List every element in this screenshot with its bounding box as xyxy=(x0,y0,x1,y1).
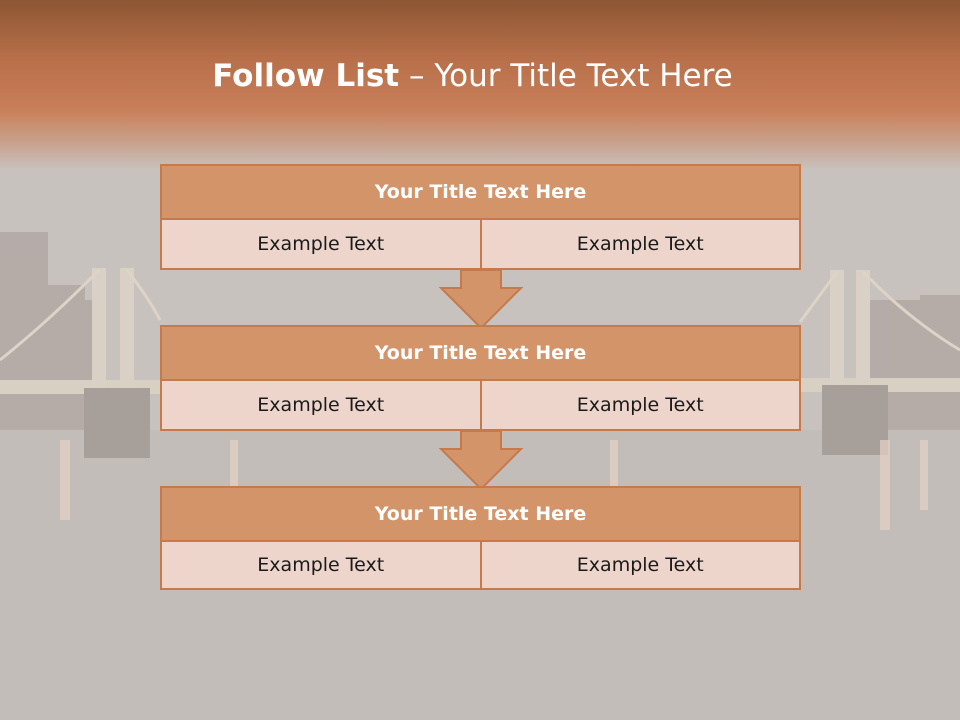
step-cell-right: Example Text xyxy=(479,542,800,588)
step-title: Your Title Text Here xyxy=(160,486,801,542)
down-arrow-icon xyxy=(438,431,524,491)
step-title: Your Title Text Here xyxy=(160,325,801,381)
step-cell-left: Example Text xyxy=(257,233,385,255)
step-cell-right: Example Text xyxy=(479,381,800,429)
step-block-1: Your Title Text Here Example Text Exampl… xyxy=(160,164,801,270)
header-band xyxy=(0,0,960,170)
slide-title-rest: – Your Title Text Here xyxy=(399,58,733,94)
slide-title-bold: Follow List xyxy=(212,58,400,94)
step-block-3: Your Title Text Here Example Text Exampl… xyxy=(160,486,801,590)
slide-title: Follow List – Your Title Text Here xyxy=(0,56,945,96)
step-cell-left: Example Text xyxy=(257,394,385,416)
step-cell-right: Example Text xyxy=(479,220,800,268)
step-row: Example Text Example Text xyxy=(160,381,801,431)
step-block-2: Your Title Text Here Example Text Exampl… xyxy=(160,325,801,431)
step-cell-left: Example Text xyxy=(257,554,385,576)
step-title: Your Title Text Here xyxy=(160,164,801,220)
step-row: Example Text Example Text xyxy=(160,542,801,590)
down-arrow-icon xyxy=(438,270,524,330)
step-row: Example Text Example Text xyxy=(160,220,801,270)
